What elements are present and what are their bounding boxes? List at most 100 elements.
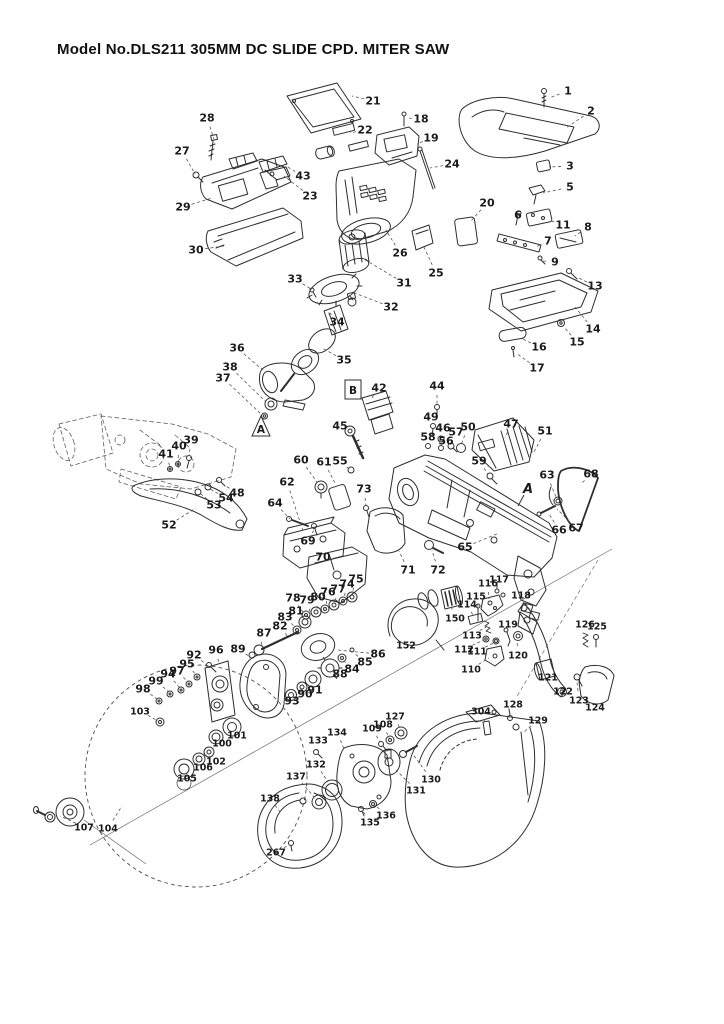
leader-line-79 — [308, 608, 311, 613]
part-label-1: 1 — [564, 85, 572, 98]
top-slide-cover-assembly-shape — [512, 349, 515, 358]
pivot-link-arm-shape — [168, 467, 172, 471]
part-label-78: 78 — [285, 592, 300, 605]
bevel-gear-housing-shape — [206, 749, 212, 755]
switch-cover-lid-shape — [350, 119, 354, 123]
part-label-21: 21 — [365, 95, 380, 108]
handle-housing-halves-shape — [266, 160, 270, 170]
leader-line-23 — [283, 175, 304, 191]
slide-arm-assembly — [388, 454, 558, 635]
projection-lines-shape — [83, 819, 147, 865]
part-label-6: 6 — [514, 209, 522, 222]
diagram-line-art — [33, 82, 615, 888]
center-cover-group-shape — [313, 749, 319, 755]
handle-housing-halves-shape — [192, 171, 200, 179]
stopper-link-cluster-shape — [494, 588, 500, 594]
gear-train-shape — [308, 674, 318, 684]
part-label-126: 126 — [575, 620, 595, 631]
top-slide-cover-assembly-shape — [528, 184, 546, 196]
armature-assembly — [258, 291, 357, 420]
center-cover-group-shape — [382, 745, 388, 752]
saw-blade-shape — [84, 664, 308, 888]
bevel-gear-housing-shape — [155, 697, 163, 705]
bevel-gear-housing-shape — [210, 698, 224, 712]
part-label-112: 112 — [454, 645, 474, 656]
part-label-59: 59 — [471, 455, 486, 468]
stopper-link-cluster-shape — [513, 631, 523, 641]
leader-line-136 — [374, 804, 380, 810]
part-label-130: 130 — [421, 775, 441, 786]
part-label-150: 150 — [445, 614, 465, 625]
leader-line-82 — [284, 633, 289, 638]
small-fasteners-cluster — [425, 404, 466, 453]
leader-line-99 — [162, 686, 170, 693]
motor-unit-ghost-shape — [145, 448, 159, 462]
slide-arm-assembly-shape — [432, 547, 444, 554]
center-cover-group-shape — [336, 744, 392, 810]
motor-housing-assembly-shape — [391, 151, 413, 159]
gear-train-shape — [310, 606, 322, 618]
handle-housing-halves-shape — [235, 157, 239, 167]
part-label-138: 138 — [260, 794, 280, 805]
arm-cover-plate-shape — [477, 438, 496, 452]
bevel-gear-housing-shape — [227, 722, 237, 732]
part-label-97: 97 — [169, 665, 184, 678]
bevel-gear-housing-shape — [215, 679, 225, 689]
leader-line-66 — [548, 513, 555, 523]
part-label-103: 103 — [130, 707, 150, 718]
armature-assembly-shape — [308, 328, 336, 354]
blade-case-shape — [508, 708, 511, 716]
leader-line-43 — [285, 165, 296, 172]
leader-line-76 — [325, 600, 328, 607]
controller-and-cord-parts-shape — [367, 402, 393, 411]
blade-case-shape — [418, 720, 482, 764]
view-marker-a-2-shape: A — [522, 482, 533, 497]
switch-cover-lid-shape — [286, 82, 362, 134]
part-label-37: 37 — [215, 372, 230, 385]
part-label-125: 125 — [587, 622, 607, 633]
blade-case-shape — [491, 709, 497, 715]
handle-housing-halves-shape — [200, 158, 292, 210]
leader-line-16 — [522, 338, 532, 344]
arm-cover-plate-shape — [512, 426, 524, 461]
center-cover-group-shape — [397, 729, 405, 737]
projection-lines-shape — [515, 559, 599, 699]
top-slide-cover-assembly-shape — [541, 88, 547, 94]
motor-housing-assembly-shape — [364, 232, 370, 263]
leader-line-33 — [302, 283, 312, 290]
gear-train-shape — [301, 618, 309, 626]
leader-line-48 — [220, 482, 230, 489]
part-label-83: 83 — [277, 611, 292, 624]
part-label-18: 18 — [413, 113, 428, 126]
stopper-link-cluster-shape — [484, 645, 505, 667]
slide-arm-assembly-shape — [466, 519, 474, 527]
part-label-24: 24 — [444, 158, 460, 171]
leader-line-19 — [416, 141, 423, 145]
leader-line-36 — [243, 353, 265, 372]
leader-line-74 — [343, 592, 346, 599]
gear-train-shape — [298, 615, 312, 629]
switch-bracket-cluster-shape — [293, 545, 301, 553]
part-label-51: 51 — [537, 425, 552, 438]
part-label-23: 23 — [302, 190, 317, 203]
part-label-33: 33 — [287, 273, 302, 286]
controller-and-cord-parts-shape — [370, 413, 394, 435]
top-slide-cover-assembly-shape — [541, 216, 545, 220]
leader-line-135 — [362, 810, 366, 815]
leader-line-1 — [548, 93, 560, 99]
top-slide-cover-assembly-shape — [496, 233, 542, 253]
side-link-plate-shape — [555, 498, 561, 504]
center-cover-group-shape — [315, 798, 323, 806]
armature-assembly-shape — [267, 400, 275, 408]
blade-case-shape — [527, 727, 536, 803]
view-marker-a-0: A — [251, 414, 271, 437]
small-fasteners-cluster-shape — [438, 445, 444, 451]
part-label-123: 123 — [569, 696, 589, 707]
part-label-39: 39 — [183, 434, 198, 447]
part-label-109: 109 — [362, 724, 382, 735]
stopper-link-cluster-shape — [493, 606, 497, 610]
arm-cover-plate — [471, 417, 535, 472]
guard-link-lever-shape — [520, 604, 528, 612]
part-label-28: 28 — [199, 112, 214, 125]
